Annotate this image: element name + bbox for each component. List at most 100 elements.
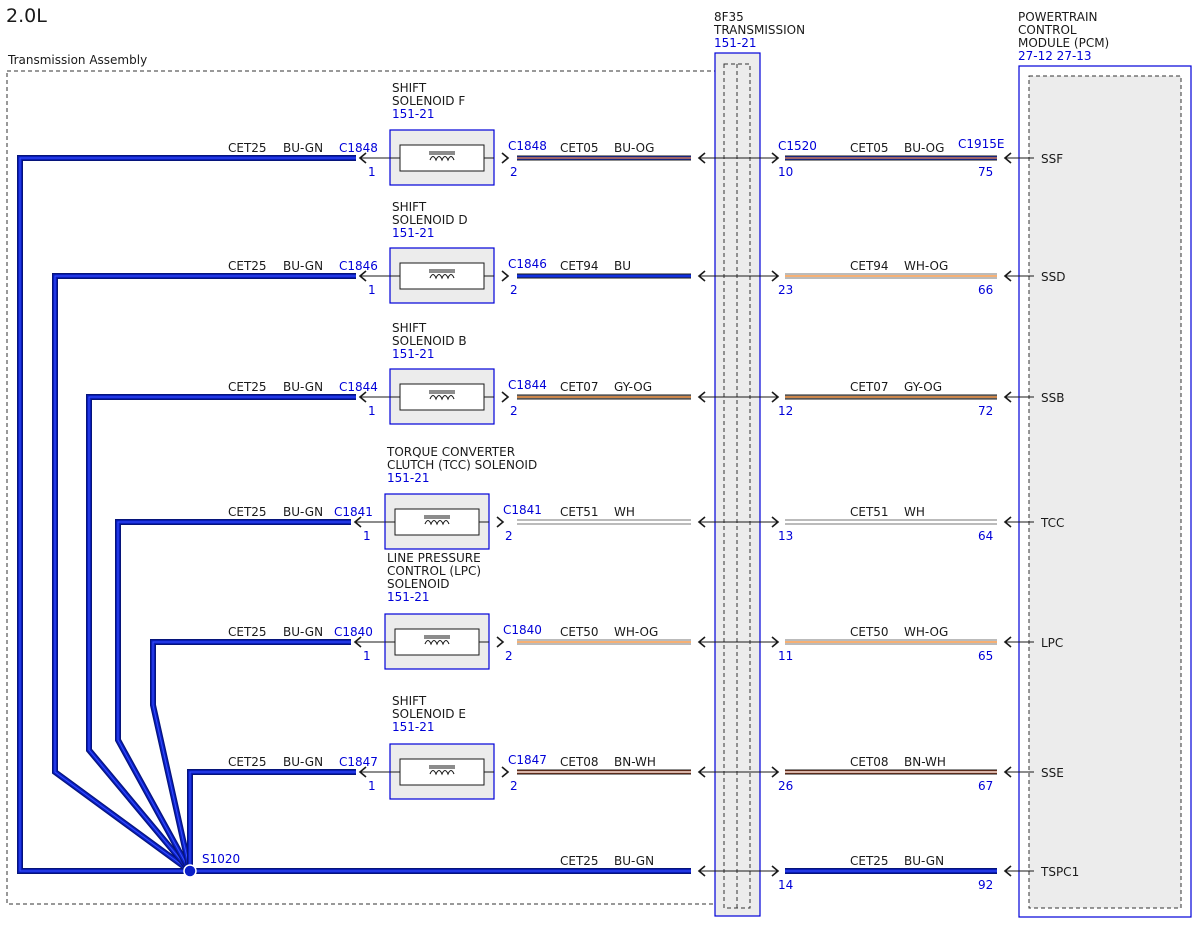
pcm-wire-color-label: GY-OG xyxy=(904,380,942,394)
pcm-title-line1: POWERTRAIN xyxy=(1018,10,1098,24)
harness-branch xyxy=(17,155,356,874)
pcm-pin: 75 xyxy=(978,165,993,179)
pcm-signal-label: SSF xyxy=(1041,152,1063,166)
pcm-title-line3: MODULE (PCM) xyxy=(1018,36,1109,50)
engine-label: 2.0L xyxy=(6,5,47,27)
solenoid-component xyxy=(389,368,495,425)
feed-circuit-label: CET25 xyxy=(228,505,267,519)
harness-branch xyxy=(150,639,351,872)
transmission-pin: 11 xyxy=(778,649,793,663)
pcm-circuit-label: CET51 xyxy=(850,505,889,519)
solenoid-pin-in: 1 xyxy=(368,404,376,418)
pcm-pin: 92 xyxy=(978,878,993,892)
solenoid-title-line: TORQUE CONVERTER xyxy=(386,445,515,459)
solenoid-title-line: LINE PRESSURE xyxy=(387,551,481,565)
circuit-label: CET07 xyxy=(560,380,599,394)
pcm-signal-label: SSB xyxy=(1041,391,1064,405)
transmission-pin: 26 xyxy=(778,779,793,793)
pcm-pin: 64 xyxy=(978,529,993,543)
pcm-wire-color-label: BU-OG xyxy=(904,141,944,155)
solenoid-connector-out-label: C1848 xyxy=(508,139,547,153)
circuit-label: CET50 xyxy=(560,625,599,639)
pcm-wire-color-label: WH-OG xyxy=(904,259,948,273)
transmission-title-line1: 8F35 xyxy=(714,10,744,24)
pcm-wire-color-label: BN-WH xyxy=(904,755,946,769)
solenoid-title-line: SOLENOID E xyxy=(392,707,466,721)
solenoid-connector-out-label: C1840 xyxy=(503,623,542,637)
transmission-arrow-right xyxy=(771,152,780,164)
pcm-circuit-label: CET05 xyxy=(850,141,889,155)
solenoid-pin-out: 2 xyxy=(505,649,513,663)
coil-icon xyxy=(424,519,450,526)
solenoid-ref: 151-21 xyxy=(387,590,430,604)
transmission-pin: 14 xyxy=(778,878,793,892)
wire-color-label: WH-OG xyxy=(614,625,658,639)
solenoid-connector-in-label: C1840 xyxy=(334,625,373,639)
harness-branch xyxy=(52,273,356,874)
solenoid-connector-in-label: C1848 xyxy=(339,141,378,155)
pcm-connector-label: C1915E xyxy=(958,137,1005,151)
circuit-label: CET05 xyxy=(560,141,599,155)
pcm-title-line2: CONTROL xyxy=(1018,23,1077,37)
connector-out-arrow xyxy=(501,270,510,282)
feed-circuit-label: CET25 xyxy=(228,259,267,273)
solenoid-connector-out-label: C1841 xyxy=(503,503,542,517)
wire-color-label: BU xyxy=(614,259,631,273)
pcm-wire-color-label: WH-OG xyxy=(904,625,948,639)
wire-color-label: WH xyxy=(614,505,635,519)
pcm-signal-label: TSPC1 xyxy=(1040,865,1079,879)
pcm-signal-label: SSD xyxy=(1041,270,1065,284)
coil-icon xyxy=(429,273,455,280)
transmission-ref: 151-21 xyxy=(714,36,757,50)
solenoid-connector-in-label: C1846 xyxy=(339,259,378,273)
solenoid-component xyxy=(389,743,495,800)
harness-branch xyxy=(86,394,356,873)
solenoid-title-line: SOLENOID xyxy=(387,577,450,591)
solenoid-title-line: SHIFT xyxy=(392,81,427,95)
circuit-label: CET51 xyxy=(560,505,599,519)
solenoid-pin-in: 1 xyxy=(368,779,376,793)
solenoid-title-line: CONTROL (LPC) xyxy=(387,564,481,578)
solenoid-pin-out: 2 xyxy=(510,404,518,418)
circuit-label: CET08 xyxy=(560,755,599,769)
pcm-circuit-label: CET94 xyxy=(850,259,889,273)
feed-color-label: BU-GN xyxy=(283,259,323,273)
harness-branch xyxy=(187,769,356,871)
solenoid-ref: 151-21 xyxy=(392,226,435,240)
transmission-arrow-right xyxy=(771,865,780,877)
pcm-inner xyxy=(1028,75,1182,909)
solenoid-pin-in: 1 xyxy=(368,165,376,179)
connector-out-arrow xyxy=(496,516,505,528)
solenoid-component xyxy=(389,129,495,186)
solenoid-component xyxy=(389,247,495,304)
solenoid-connector-out-label: C1846 xyxy=(508,257,547,271)
feed-circuit-label: CET25 xyxy=(228,625,267,639)
transmission-arrow-right xyxy=(771,636,780,648)
transmission-arrow-right xyxy=(771,270,780,282)
pcm-wire-color-label: BU-GN xyxy=(904,854,944,868)
feed-circuit-label: CET25 xyxy=(228,755,267,769)
pcm-wire-color-label: WH xyxy=(904,505,925,519)
pcm-pin: 67 xyxy=(978,779,993,793)
solenoid-ref: 151-21 xyxy=(387,471,430,485)
pcm-refs: 27-12 27-13 xyxy=(1018,49,1092,63)
circuit-label: CET94 xyxy=(560,259,599,273)
solenoid-component xyxy=(384,493,490,550)
transmission-pin: 23 xyxy=(778,283,793,297)
pcm-signal-label: TCC xyxy=(1040,516,1064,530)
pcm-circuit-label: CET07 xyxy=(850,380,889,394)
solenoid-ref: 151-21 xyxy=(392,347,435,361)
coil-icon xyxy=(424,639,450,646)
pcm-signal-label: SSE xyxy=(1041,766,1064,780)
feed-circuit-label: CET25 xyxy=(228,380,267,394)
